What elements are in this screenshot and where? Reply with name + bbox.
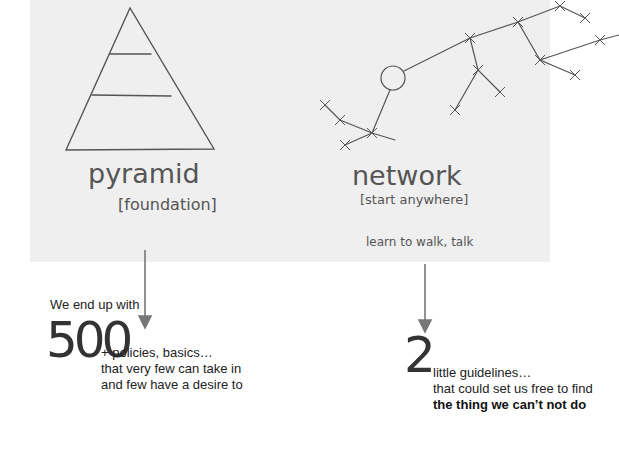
sketch-note: [foundation] bbox=[118, 196, 217, 214]
body-text: little guidelines… bbox=[433, 366, 531, 381]
big-number: 2 bbox=[404, 327, 436, 385]
network-point bbox=[513, 17, 523, 27]
network-point bbox=[555, 1, 565, 11]
network-point bbox=[570, 70, 580, 80]
network-point bbox=[335, 115, 345, 125]
sketch-heading: pyramid bbox=[88, 158, 200, 189]
network-point bbox=[495, 87, 505, 97]
network-point bbox=[340, 140, 350, 150]
body-text: + policies, basics… bbox=[101, 346, 213, 361]
network-point bbox=[465, 33, 475, 43]
network-point bbox=[595, 35, 605, 45]
network-point bbox=[473, 65, 483, 75]
sketch-heading: network bbox=[352, 160, 462, 191]
pyramid-drawing bbox=[66, 8, 214, 150]
body-text: that very few can take in bbox=[101, 362, 241, 377]
network-point bbox=[535, 55, 545, 65]
network-drawing bbox=[325, 6, 619, 145]
body-text: and few have a desire to bbox=[101, 378, 243, 393]
sketch-note: learn to walk, talk bbox=[366, 236, 474, 250]
big-number: 500 bbox=[46, 312, 129, 370]
emphasis-text: the thing we can’t not do bbox=[433, 398, 586, 413]
network-points bbox=[320, 1, 605, 150]
network-point bbox=[450, 105, 460, 115]
network-point bbox=[367, 128, 377, 138]
network-point bbox=[580, 13, 590, 23]
scan-ground bbox=[30, 0, 550, 262]
body-text: We end up with bbox=[50, 298, 139, 313]
body-text: that could set us free to find bbox=[433, 382, 593, 397]
network-point bbox=[320, 100, 330, 110]
down-arrows bbox=[139, 250, 431, 332]
sketch-note: [start anywhere] bbox=[360, 193, 468, 208]
